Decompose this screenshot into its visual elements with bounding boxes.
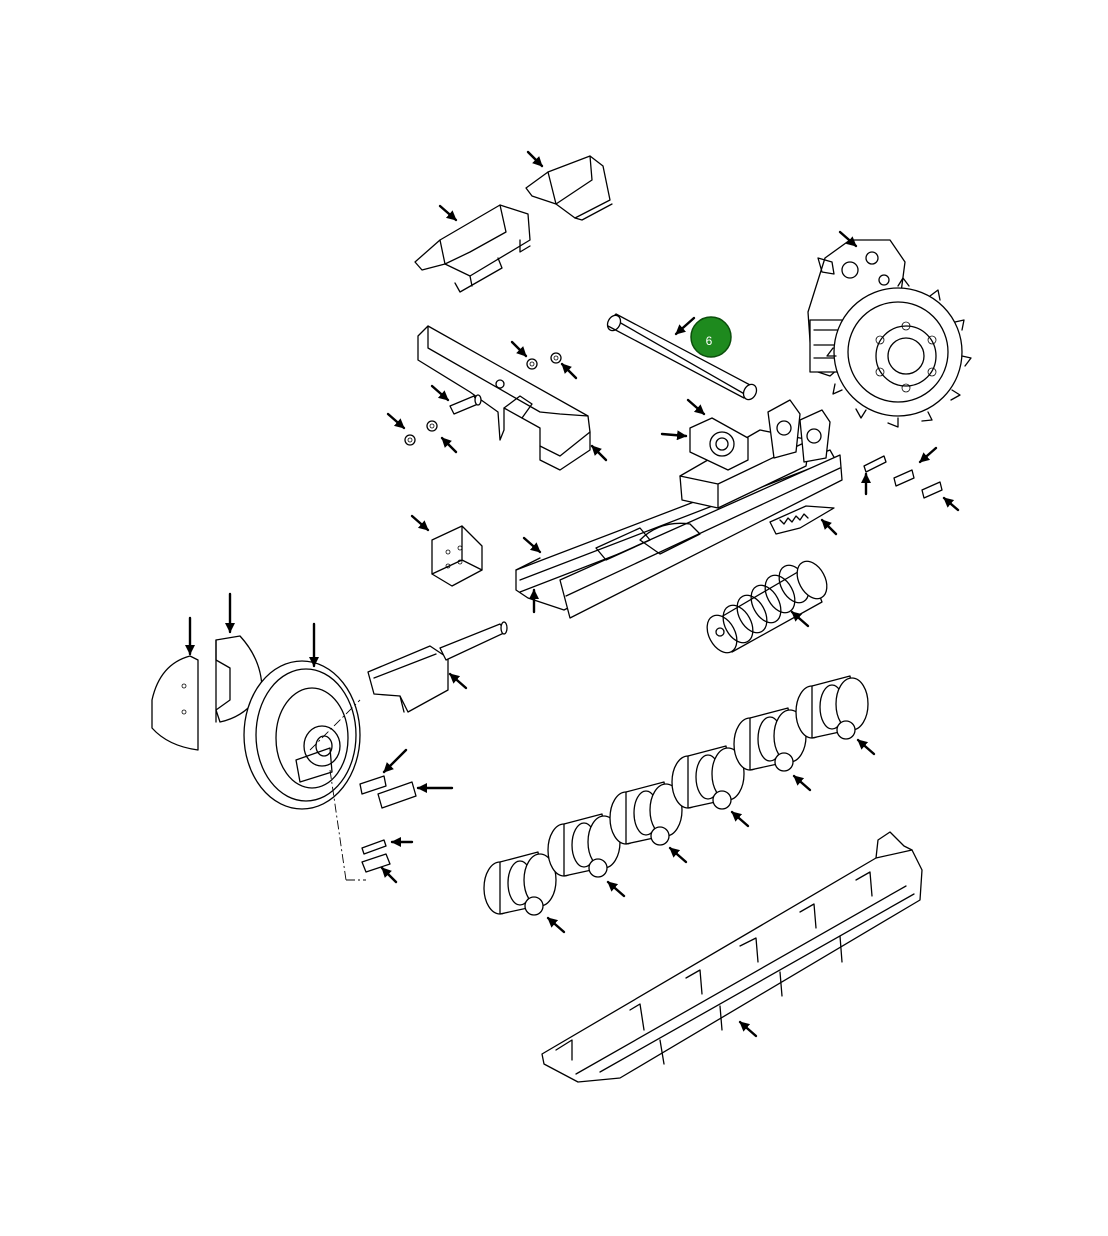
- idler-wheel: [243, 660, 361, 810]
- track-roller-1: [483, 851, 557, 916]
- track-shield-right: [525, 155, 613, 221]
- track-roller-2: [547, 813, 621, 878]
- track-frame: [515, 399, 843, 619]
- pivot-shaft: [606, 313, 758, 401]
- shims: [309, 699, 417, 881]
- callout-marker[interactable]: 6: [690, 316, 732, 358]
- hardware-group: [404, 352, 943, 499]
- final-drive-sprocket: [807, 239, 972, 428]
- track-roller-5: [733, 707, 807, 772]
- track-roller-3: [609, 781, 683, 846]
- callout-circle[interactable]: [690, 316, 732, 358]
- idler-yoke: [367, 621, 508, 713]
- track-rollers: [483, 675, 869, 916]
- guide-plates: [769, 505, 835, 535]
- track-roller-6: [795, 675, 869, 740]
- track-roller-4: [671, 745, 745, 810]
- callout-label: 6: [706, 334, 713, 348]
- pivot-bracket: [431, 525, 483, 587]
- leader-arrows: [185, 150, 960, 1038]
- equalizer-bar: [417, 325, 591, 471]
- recoil-spring: [706, 560, 828, 654]
- rock-guard: [541, 831, 923, 1083]
- track-shield-left: [414, 204, 531, 293]
